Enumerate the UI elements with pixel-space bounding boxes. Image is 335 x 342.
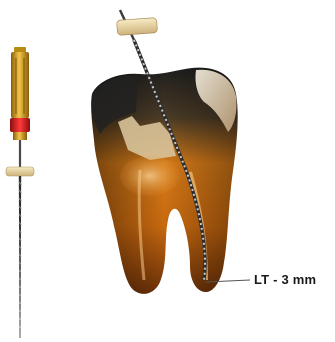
inserted-file-stopper	[117, 18, 158, 36]
tooth-cross-section	[91, 68, 237, 294]
pulp-chamber	[120, 156, 180, 196]
file-color-band	[10, 118, 30, 132]
standalone-file	[6, 47, 34, 338]
file-rubber-stopper	[6, 167, 34, 176]
working-length-label: LT - 3 mm	[254, 272, 316, 287]
file-collar	[13, 132, 27, 140]
file-handle-gold	[11, 52, 29, 118]
